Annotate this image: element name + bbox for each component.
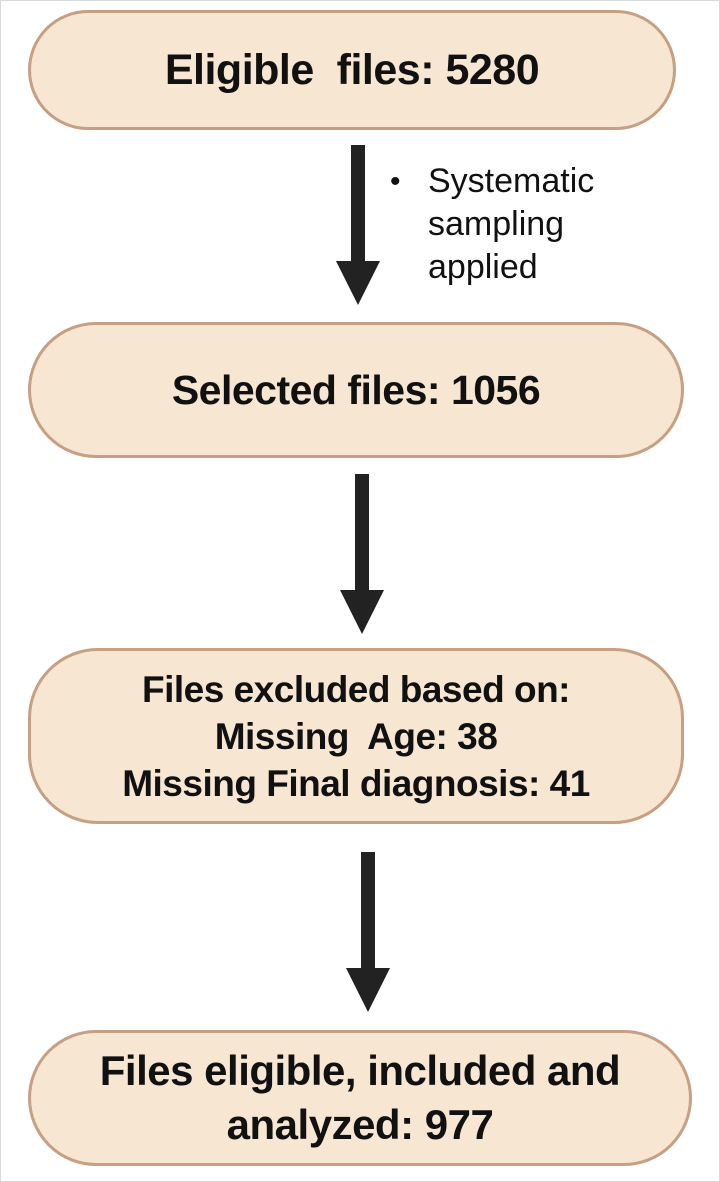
excluded-files-box: Files excluded based on: Missing Age: 38… [28,648,684,824]
missing-age-label: Missing Age: 38 [214,715,498,757]
analyzed-line-2: analyzed: 977 [226,1101,494,1148]
eligible-files-label: Eligible files: 5280 [164,45,540,94]
bullet-icon: • [390,165,401,198]
analyzed-files-box: Files eligible, included and analyzed: 9… [28,1030,692,1166]
missing-diagnosis-label: Missing Final diagnosis: 41 [122,762,590,804]
eligible-files-box: Eligible files: 5280 [28,10,676,130]
sampling-note-text: Systematic sampling applied [428,162,595,286]
selected-files-box: Selected files: 1056 [28,322,684,458]
excluded-heading: Files excluded based on: [141,668,571,710]
arrow-selected-to-excluded [340,474,384,634]
sampling-note: • Systematic sampling applied [390,160,650,289]
analyzed-line-1: Files eligible, included and [99,1047,621,1094]
arrow-eligible-to-selected [336,145,380,305]
arrow-excluded-to-analyzed [346,852,390,1012]
selected-files-label: Selected files: 1056 [171,366,541,413]
